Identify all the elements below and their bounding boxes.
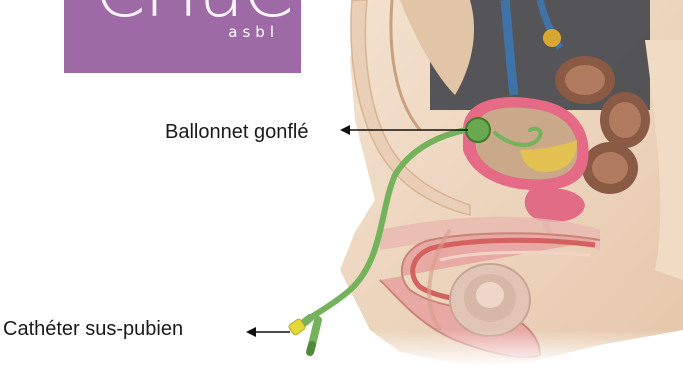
label-catheter: Cathéter sus-pubien — [3, 318, 183, 341]
balloon-icon — [466, 118, 490, 142]
label-balloon: Ballonnet gonflé — [165, 121, 308, 144]
